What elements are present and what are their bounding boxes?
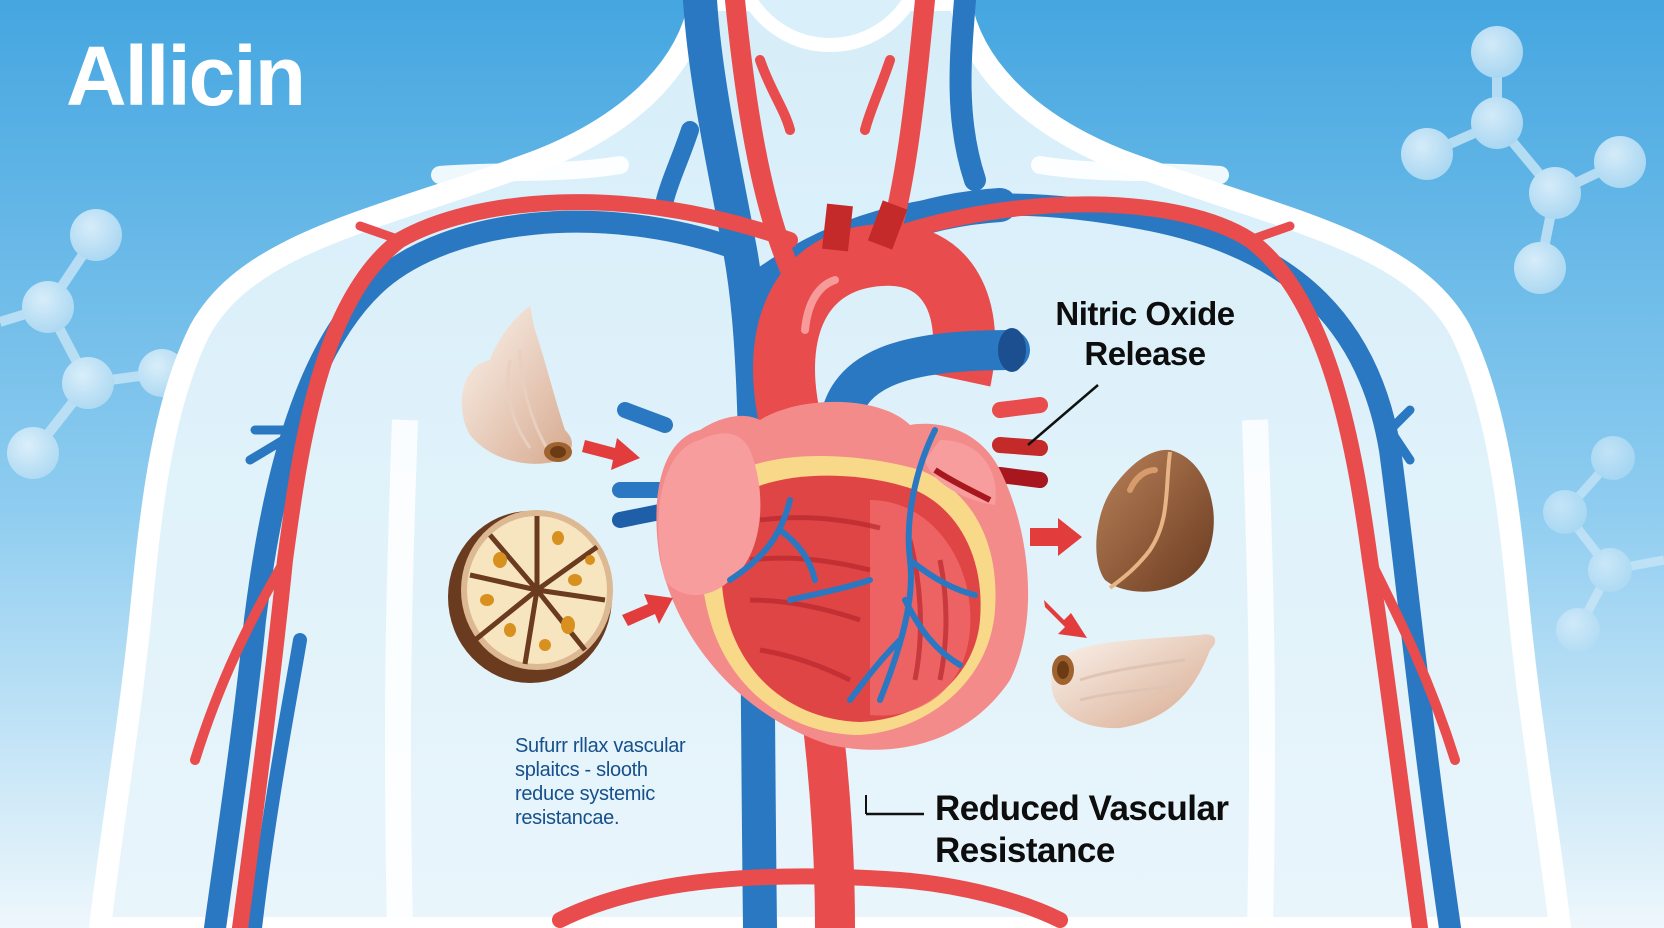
garlic-clove-icon-left <box>461 306 572 464</box>
label-line: Nitric Oxide <box>1055 295 1235 332</box>
note-line: Sufurr rllax vascular <box>515 735 686 757</box>
note-line: splaitcs - slooth <box>515 759 648 781</box>
reduced-resistance-label: Reduced Vascular Resistance <box>935 788 1229 872</box>
arrow-icon-2 <box>622 594 673 626</box>
garlic-nut-icon <box>1096 449 1214 592</box>
label-line: Release <box>1084 334 1206 372</box>
arrow-icon-3 <box>1030 518 1082 556</box>
label-line: Reduced Vascular <box>935 789 1229 828</box>
heart-side-vessels <box>612 397 1048 528</box>
molecule-icon-right-top <box>1401 26 1646 294</box>
page-title: Allicin <box>66 29 306 123</box>
note-line: reduce systemic <box>515 783 655 805</box>
leader-line-nitric-oxide <box>1027 384 1099 446</box>
garlic-clove-icon-right <box>1051 634 1216 729</box>
label-line: Resistance <box>935 831 1115 870</box>
note-line: resistancae. <box>515 807 620 829</box>
garlic-slice-icon <box>448 510 613 683</box>
arrow-icon-1 <box>582 438 640 470</box>
description-note: Sufurr rllax vascular splaitcs - slooth … <box>515 734 715 830</box>
molecule-icon-left <box>0 209 186 479</box>
nitric-oxide-label: Nitric Oxide Release <box>1040 294 1250 373</box>
molecule-icon-right-bottom <box>1543 436 1664 652</box>
arrow-icon-4 <box>1044 600 1087 638</box>
arrow-icons <box>582 438 1087 638</box>
aortic-arch <box>753 200 996 427</box>
heart-illustration <box>656 401 1029 750</box>
